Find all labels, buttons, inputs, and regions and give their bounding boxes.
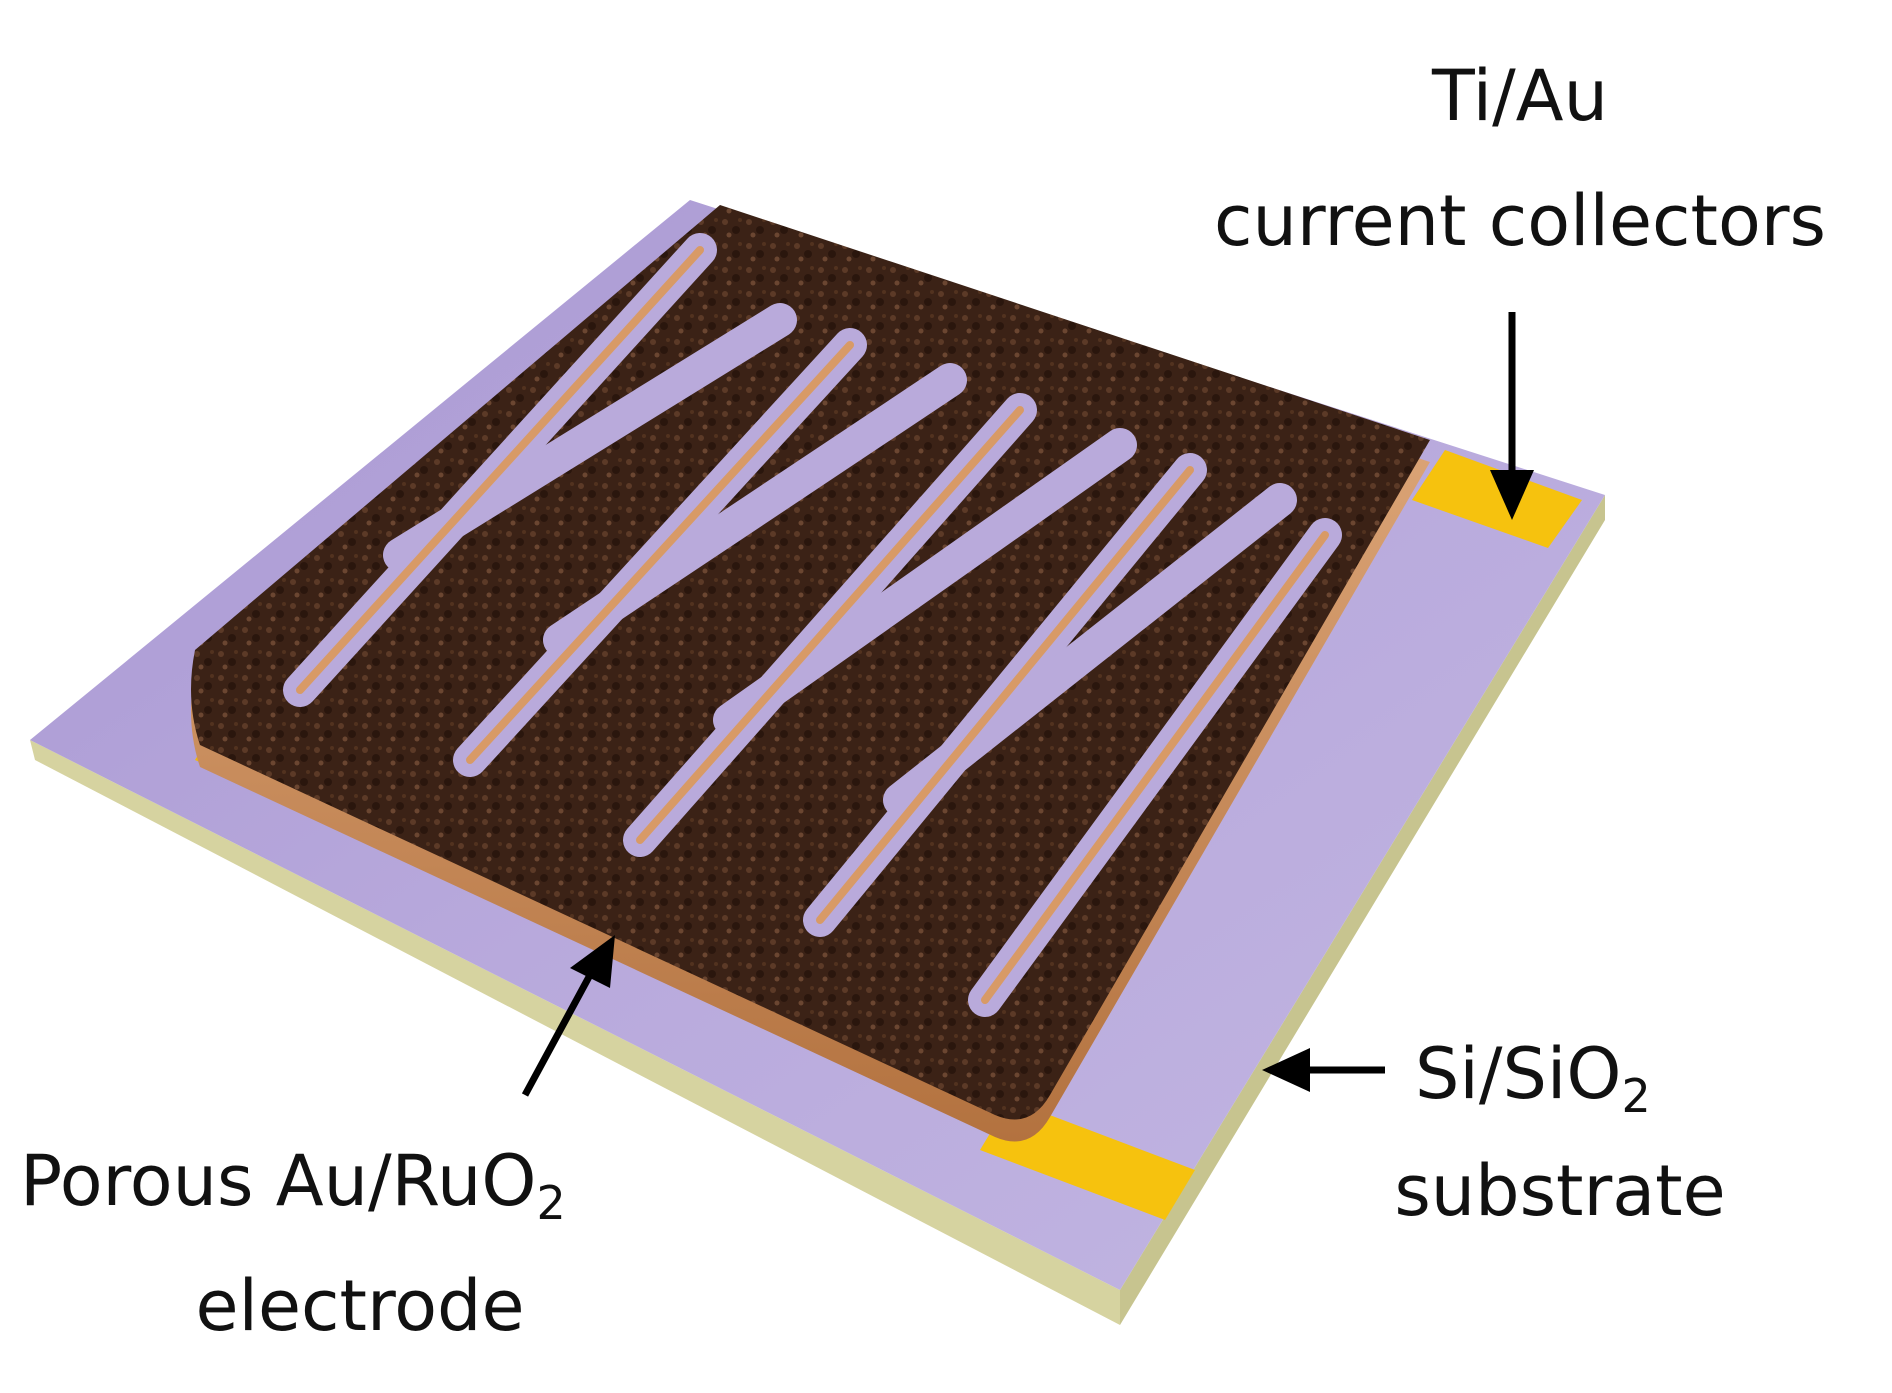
gap-7 <box>543 363 967 657</box>
electrode-arrow-head <box>570 935 615 988</box>
electrode-arrow-line <box>521 973 594 1097</box>
label-substrate-line1: Si/SiO2 <box>1415 1033 1651 1123</box>
annotation-arrows <box>521 312 1534 1097</box>
label-substrate-prefix: Si/SiO <box>1415 1033 1621 1115</box>
labels: Ti/Au current collectors Si/SiO2 substra… <box>20 55 1826 1347</box>
collector-arrow-head <box>1490 470 1534 520</box>
label-substrate-line2: substrate <box>1394 1150 1725 1232</box>
substrate-side-left <box>30 740 1120 1325</box>
label-collector-line1: Ti/Au <box>1431 55 1608 137</box>
label-electrode-line1: Porous Au/RuO2 <box>20 1140 566 1230</box>
substrate-side-right <box>1120 495 1605 1325</box>
label-substrate-subscript: 2 <box>1621 1069 1650 1123</box>
label-electrode-subscript: 2 <box>537 1176 566 1230</box>
electrode-rims <box>296 246 1329 1004</box>
label-collector-line2: current collectors <box>1214 180 1826 262</box>
label-electrode-line2: electrode <box>195 1265 524 1347</box>
label-electrode-prefix: Porous Au/RuO <box>20 1140 537 1222</box>
substrate-arrow-head <box>1262 1048 1310 1092</box>
gap-8 <box>713 428 1137 737</box>
porous-electrode <box>191 205 1430 1142</box>
collector-strip-right <box>1412 450 1582 548</box>
